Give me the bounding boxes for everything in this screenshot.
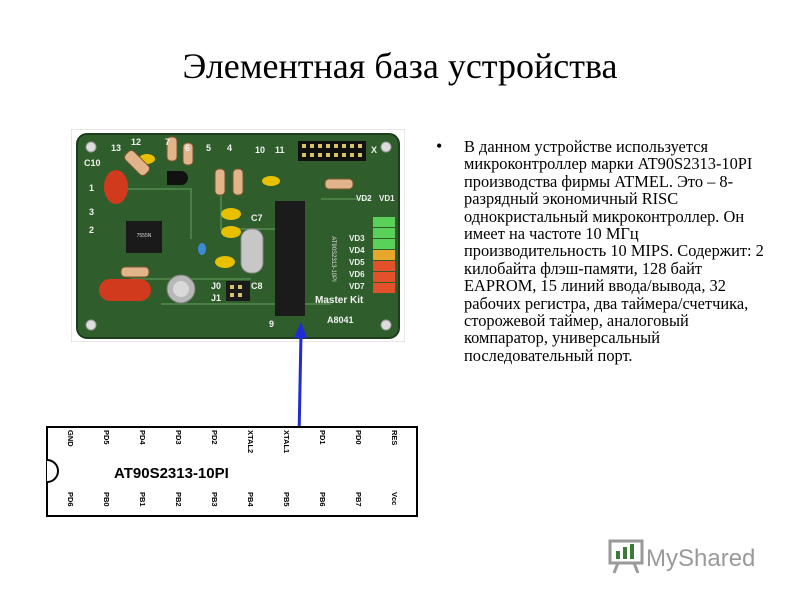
- label-vd2: VD2: [356, 194, 372, 203]
- pin-bottom-7: PB5: [282, 492, 291, 507]
- board-brand: Master Kit: [315, 295, 364, 306]
- label-x: X: [371, 145, 377, 155]
- label-vd7: VD7: [349, 282, 365, 291]
- led-column: [373, 217, 395, 293]
- pin-bottom-3: PB1: [138, 492, 147, 507]
- label-vd3: VD3: [349, 234, 365, 243]
- pointer-arrow: [294, 322, 307, 439]
- pin-bottom-8: PB6: [318, 492, 327, 507]
- chip-name: AT90S2313-10PI: [114, 465, 229, 482]
- pin-top-1: GND: [66, 430, 75, 447]
- label-vd1: VD1: [379, 194, 395, 203]
- logo-text-rest: Shared: [678, 545, 755, 572]
- label-5: 5: [206, 143, 211, 153]
- pin-bottom-10: Vcc: [390, 492, 399, 505]
- svg-text:MyShared: MyShared: [646, 545, 755, 572]
- pin-top-2: PD5: [102, 430, 111, 445]
- pin-bottom-1: PD6: [66, 492, 75, 507]
- board-code: A8041: [327, 315, 354, 325]
- label-6: 6: [185, 143, 190, 153]
- slide-title: Элементная база устройства: [182, 46, 618, 86]
- pin-top-9: PD0: [354, 430, 363, 445]
- pin-top-3: PD4: [138, 430, 147, 445]
- label-9: 9: [269, 319, 274, 329]
- label-1: 1: [89, 183, 94, 193]
- label-12: 12: [131, 137, 141, 147]
- label-vd5: VD5: [349, 258, 365, 267]
- pin-top-5: PD2: [210, 430, 219, 445]
- label-j1: J1: [211, 293, 221, 303]
- label-c10: C10: [84, 158, 101, 168]
- pin-top-7: XTAL1: [282, 430, 291, 453]
- bullet-text: В данном устройстве используется микроко…: [464, 137, 764, 365]
- myshared-logo: MyShared: [608, 539, 755, 574]
- pin-bottom-9: PB7: [354, 492, 363, 507]
- presentation-icon: [608, 539, 644, 574]
- pin-top-4: PD3: [174, 430, 183, 445]
- label-3: 3: [89, 207, 94, 217]
- label-j0: J0: [211, 281, 221, 291]
- label-13: 13: [111, 143, 121, 153]
- label-vd4: VD4: [349, 246, 365, 255]
- pcb-photo: 7555N AT90S2313-10PI C10 13 12 7 6 5 4 1…: [71, 129, 405, 342]
- small-chip-label: 7555N: [137, 233, 152, 239]
- pin-top-8: PD1: [318, 430, 327, 445]
- mcu-marking: AT90S2313-10PI: [330, 236, 336, 282]
- label-4: 4: [227, 143, 232, 153]
- pin-bottom-5: PB3: [210, 492, 219, 507]
- label-c8: C8: [251, 281, 263, 291]
- label-7: 7: [165, 137, 170, 147]
- label-vd6: VD6: [349, 270, 365, 279]
- label-10: 10: [255, 145, 265, 155]
- logo-text-my: My: [646, 545, 678, 572]
- label-2: 2: [89, 225, 94, 235]
- pin-bottom-6: PB4: [246, 492, 255, 507]
- pin-bottom-4: PB2: [174, 492, 183, 507]
- label-11: 11: [275, 145, 285, 155]
- bullet-marker: •: [436, 136, 443, 156]
- pin-bottom-2: PB0: [102, 492, 111, 507]
- pin-top-6: XTAL2: [246, 430, 255, 453]
- pinout-diagram: GND PD5 PD4 PD3 PD2 XTAL2 XTAL1 PD1 PD0 …: [46, 426, 418, 517]
- label-c7: C7: [251, 213, 263, 223]
- pin-top-10: RES: [390, 430, 399, 445]
